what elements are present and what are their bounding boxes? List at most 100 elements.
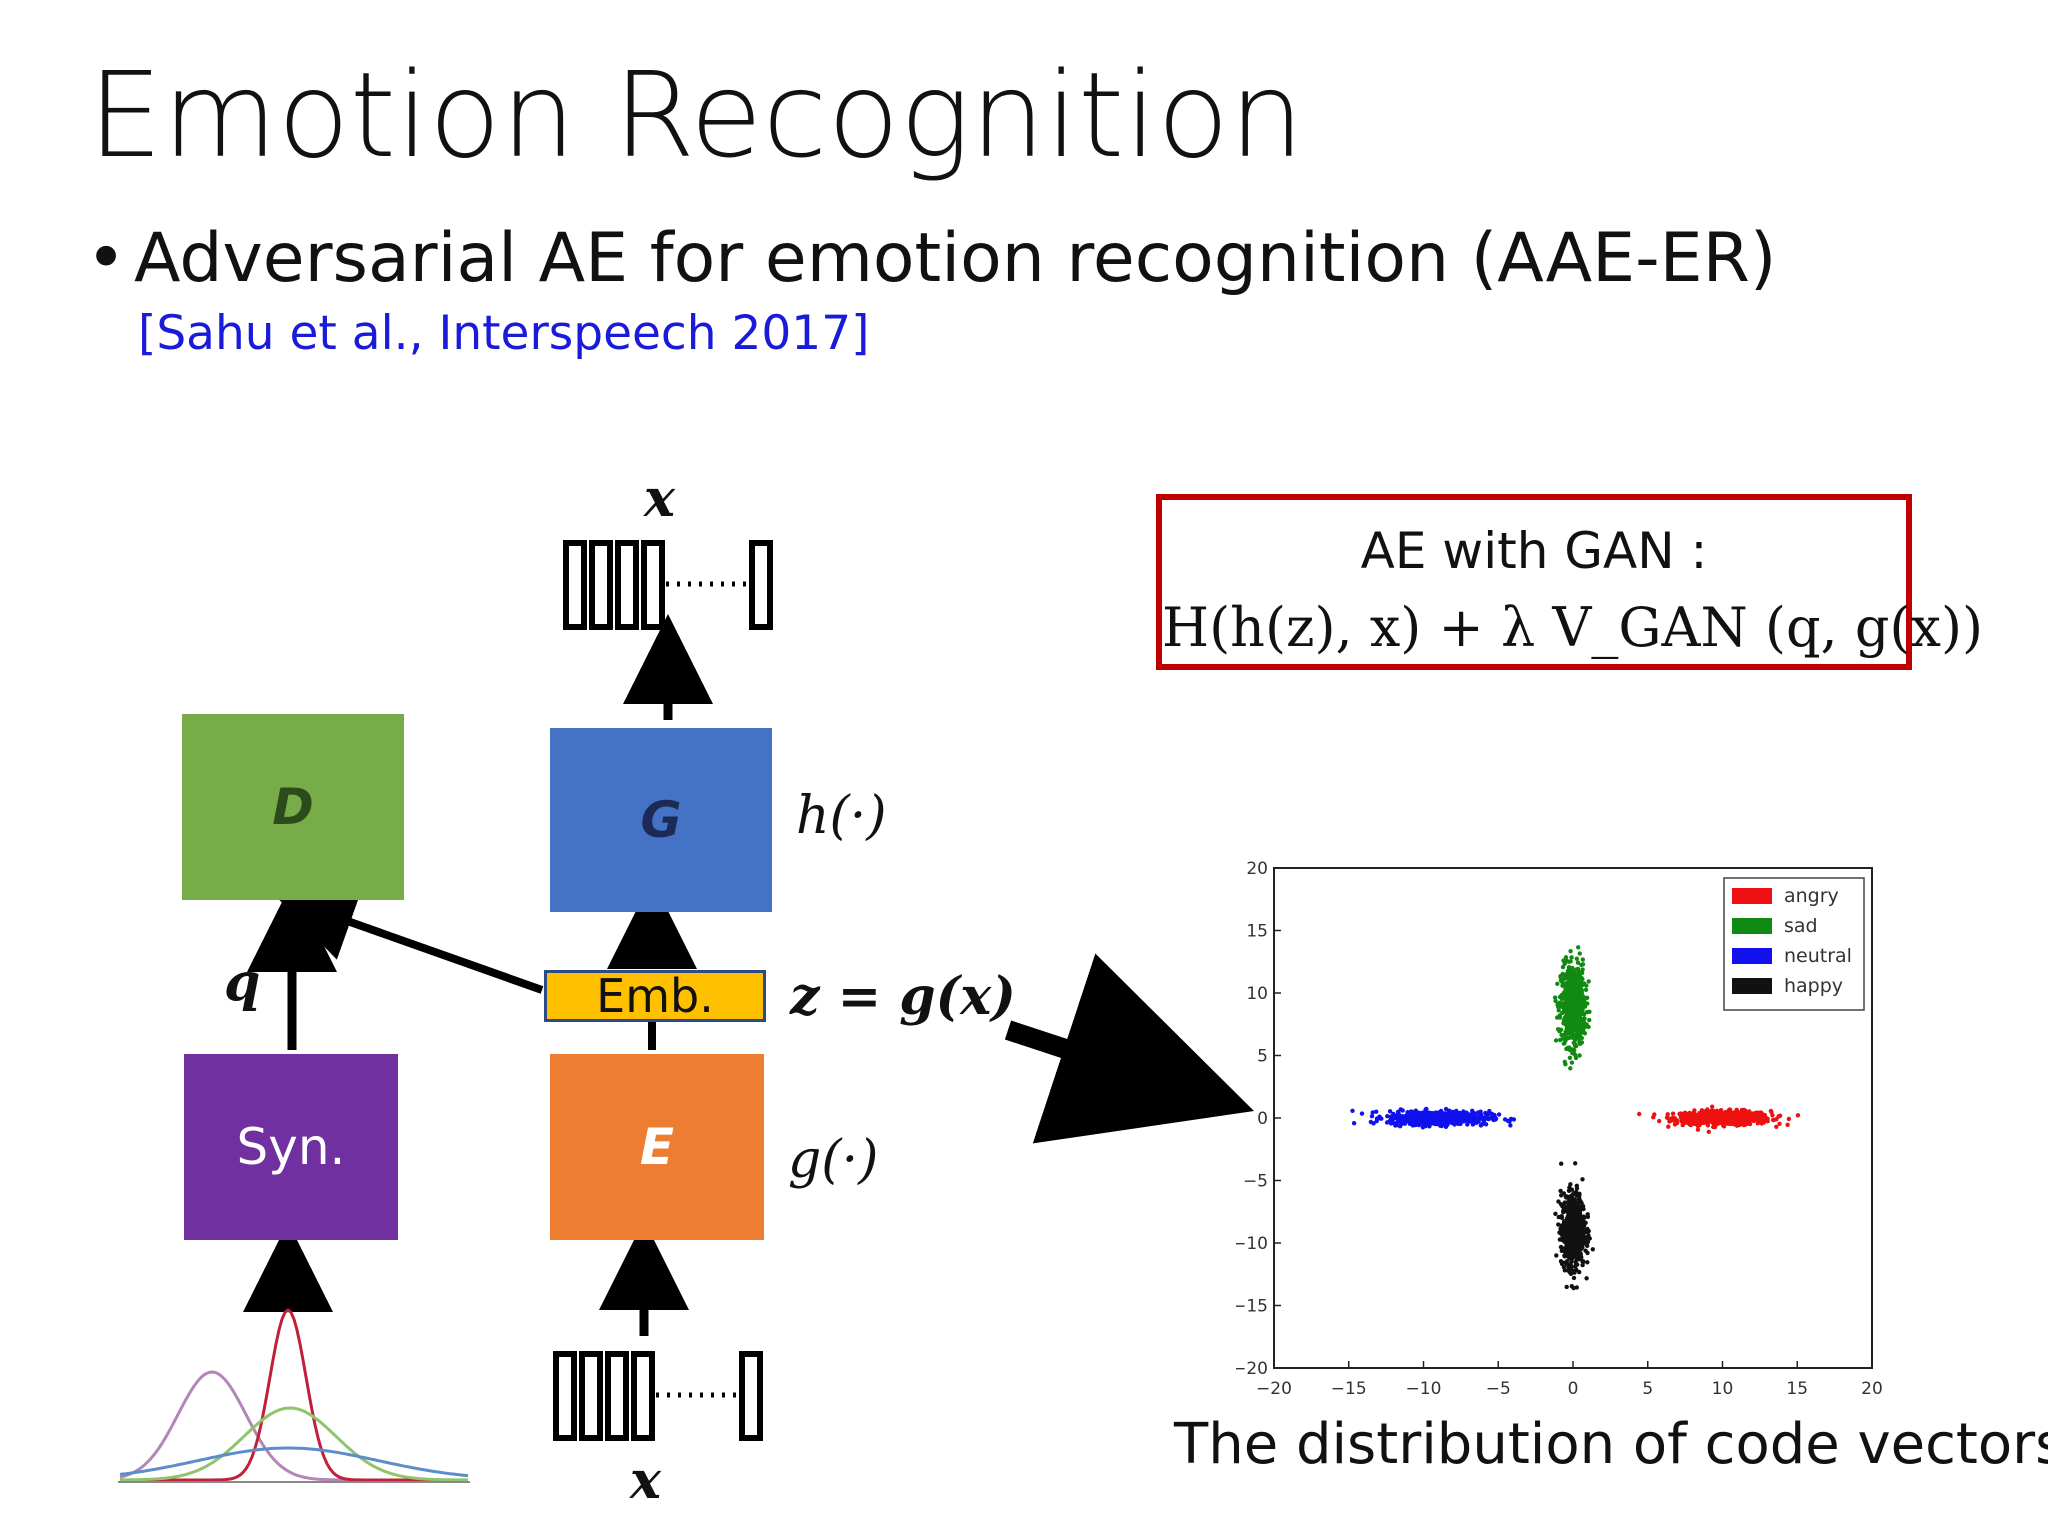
scatter-point-happy [1574,1228,1580,1234]
scatter-point-neutral [1464,1110,1469,1115]
scatter-point-neutral [1489,1115,1495,1121]
scatter-point-neutral [1385,1114,1390,1119]
scatter-point-happy [1577,1210,1583,1215]
scatter-point-angry [1739,1117,1744,1123]
scatter-point-angry [1670,1111,1676,1116]
scatter-point-happy [1567,1220,1572,1225]
scatter-point-neutral [1428,1118,1433,1123]
scatter-point-neutral [1414,1115,1419,1120]
scatter-point-happy [1583,1220,1588,1225]
scatter-point-angry [1670,1117,1675,1122]
scatter-point-sad [1576,1028,1581,1033]
scatter-point-neutral [1440,1121,1445,1126]
scatter-point-happy [1570,1244,1576,1250]
scatter-point-sad [1564,958,1569,963]
scatter-point-neutral [1431,1111,1437,1116]
scatter-point-sad [1580,1017,1586,1022]
scatter-point-angry [1664,1115,1670,1120]
generator-label: G [640,791,682,849]
arrow-to-plot [1004,953,1254,1144]
scatter-point-sad [1555,1002,1560,1007]
scatter-point-angry [1706,1113,1712,1118]
scatter-point-happy [1559,1193,1564,1198]
scatter-point-sad [1575,960,1581,965]
embedding-label: Emb. [596,969,714,1023]
bullet-item: •Adversarial AE for emotion recognition … [86,218,1776,300]
scatter-point-sad [1560,971,1565,977]
scatter-point-sad [1564,990,1569,995]
scatter-point-happy [1562,1253,1567,1258]
scatter-point-sad [1577,1053,1582,1058]
scatter-point-angry [1679,1119,1684,1124]
scatter-point-happy [1554,1253,1559,1258]
scatter-point-neutral [1384,1120,1390,1125]
scatter-point-angry [1737,1122,1742,1127]
scatter-point-sad [1565,1036,1571,1041]
y-tick-label: −15 [1236,1297,1268,1317]
scatter-point-angry [1776,1114,1781,1119]
scatter-point-neutral [1470,1117,1475,1123]
scatter-point-angry [1700,1118,1705,1123]
scatter-point-sad [1564,1046,1569,1052]
scatter-point-sad [1582,995,1588,1001]
scatter-point-happy [1567,1187,1572,1193]
encoder-block: E [550,1054,764,1240]
scatter-point-angry [1740,1122,1746,1127]
scatter-point-happy [1584,1276,1589,1281]
scatter-point-happy [1573,1253,1578,1258]
scatter-point-sad [1579,980,1584,986]
scatter-point-sad [1584,1010,1590,1015]
scatter-point-happy [1575,1242,1580,1247]
scatter-point-happy [1577,1193,1582,1199]
y-tick-label: −20 [1236,1359,1268,1379]
scatter-point-happy [1566,1265,1571,1270]
scatter-point-happy [1558,1188,1563,1194]
scatter-point-angry [1771,1117,1776,1123]
scatter-point-neutral [1371,1121,1376,1126]
scatter-point-neutral [1486,1116,1491,1122]
scatter-point-sad [1574,994,1579,1000]
bullet-marker: • [86,219,127,298]
scatter-point-sad [1576,983,1581,988]
scatter-point-sad [1571,998,1576,1004]
scatter-point-sad [1584,983,1589,988]
scatter-point-sad [1560,983,1565,988]
scatter-point-neutral [1350,1108,1355,1113]
scatter-point-angry [1785,1122,1790,1127]
scatter-point-sad [1565,1022,1570,1027]
scatter-point-neutral [1397,1124,1403,1129]
scatter-point-neutral [1436,1110,1441,1115]
scatter-point-happy [1556,1214,1561,1220]
scatter-point-happy [1580,1204,1586,1209]
scatter-point-sad [1569,1031,1574,1037]
scatter-point-sad [1573,1052,1578,1058]
scatter-point-happy [1563,1249,1568,1254]
scatter-point-angry [1747,1109,1752,1114]
citation-link[interactable]: [Sahu et al., Interspeech 2017] [138,306,870,361]
scatter-point-neutral [1401,1119,1406,1124]
x-tick-label: −15 [1331,1379,1367,1396]
scatter-point-sad [1572,1025,1578,1030]
scatter-point-happy [1559,1161,1564,1166]
scatter-point-angry [1728,1112,1733,1118]
scatter-point-sad [1562,961,1567,966]
scatter-point-happy [1571,1232,1577,1237]
scatter-point-happy [1574,1248,1579,1253]
scatter-point-neutral [1427,1124,1432,1129]
scatter-point-sad [1560,1010,1565,1015]
scatter-point-neutral [1410,1123,1415,1128]
scatter-point-happy [1570,1239,1576,1244]
scatter-point-happy [1580,1177,1585,1182]
scatter-point-sad [1562,1016,1568,1021]
scatter-point-neutral [1359,1111,1365,1116]
scatter-point-neutral [1420,1125,1426,1130]
label-h-function: h(·) [796,786,887,846]
scatter-point-neutral [1392,1121,1397,1126]
scatter-point-happy [1569,1249,1574,1254]
scatter-point-sad [1575,1003,1580,1008]
y-tick-label: 10 [1246,984,1268,1004]
scatter-point-sad [1580,957,1585,962]
scatter-point-happy [1586,1233,1591,1238]
